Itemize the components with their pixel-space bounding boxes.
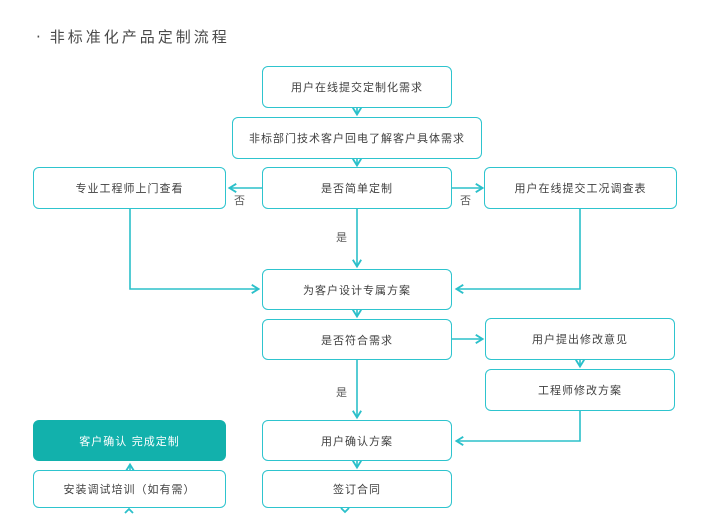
page-title-text: 非标准化产品定制流程 [49,28,230,46]
edge-label-no-left: 否 [234,194,245,207]
flow-node-custom-complete: 客户确认 完成定制 [33,420,226,461]
flow-node-submit-request: 用户在线提交定制化需求 [262,66,452,108]
edge-label-yes-lower: 是 [336,386,347,399]
flow-node-is-simple-custom: 是否简单定制 [262,167,452,209]
flow-node-submit-survey: 用户在线提交工况调查表 [484,167,677,209]
flow-node-user-feedback: 用户提出修改意见 [485,318,675,360]
page-title: · 非标准化产品定制流程 [36,26,230,47]
flow-node-confirm-plan: 用户确认方案 [262,420,452,461]
flow-node-design-plan: 为客户设计专属方案 [262,269,452,310]
flow-node-engineer-visit: 专业工程师上门查看 [33,167,226,209]
flow-node-engineer-revise: 工程师修改方案 [485,369,675,411]
flow-node-dept-callback: 非标部门技术客户回电了解客户具体需求 [232,117,482,159]
bullet-icon: · [36,27,41,46]
edge-label-no-right: 否 [460,194,471,207]
flow-node-sign-contract: 签订合同 [262,470,452,508]
flow-node-meets-needs: 是否符合需求 [262,319,452,360]
flow-node-install-training: 安装调试培训（如有需） [33,470,226,508]
edge-label-yes-upper: 是 [336,231,347,244]
